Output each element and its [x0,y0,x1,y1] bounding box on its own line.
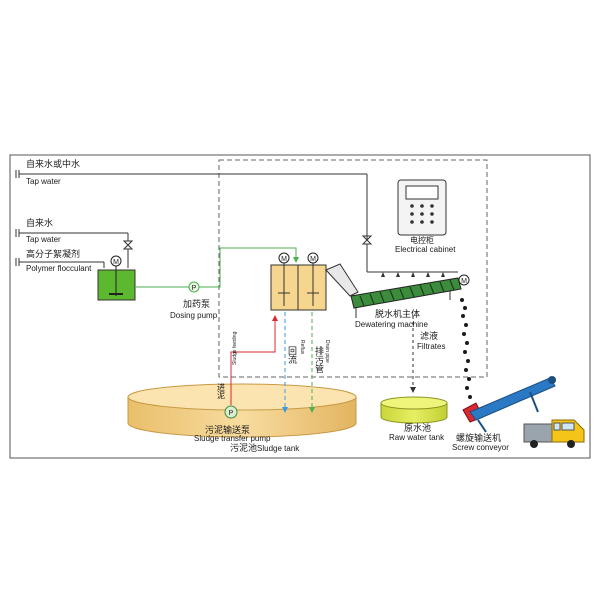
svg-text:M: M [310,256,316,263]
tap-water-cn-label: 自来水 [26,217,53,229]
feed-en: Sludge feeding [232,331,238,365]
overflow-chute [325,263,359,297]
motor-icon [307,252,319,264]
transfer-pump-en: Sludge transfer pump [194,434,271,443]
tap-water-label-2: Tap water [26,235,61,244]
raw-tank-cn: 原水池 [404,422,431,434]
valve-icon [122,240,134,250]
motor-icon [110,255,122,267]
polymer-en-label: Polymer flocculant [26,264,92,273]
motor-icon [278,252,290,264]
cabinet-cn: 电控柜 [410,235,434,245]
machine-cn: 脱水机主体 [375,308,420,320]
mixing-tank: M M [270,252,327,311]
spray-nozzles [381,272,445,277]
cabinet-en: Electrical cabinet [395,245,456,254]
reflux-en: Reflux [299,340,305,355]
outer-frame [9,154,591,459]
truck-icon [523,419,585,448]
flocculant-tank: M [97,255,136,301]
svg-text:P: P [229,410,234,417]
polymer-cn-label: 高分子絮凝剂 [26,248,80,260]
screw-conveyor: 螺旋输送机 Screw conveyor [452,376,556,452]
filtrate-en: Filtrates [417,342,445,351]
transfer-pump-cn: 污泥输送泵 [205,424,250,436]
tap-water-line-2: 自来水 Tap water [15,217,134,268]
valve-icon [361,235,373,245]
filtrate-cn: 滤液 [420,330,438,342]
machine-en: Dewatering machine [355,320,428,329]
raw-tank-en: Raw water tank [389,433,445,442]
electrical-cabinet: 电控柜 Electrical cabinet [395,179,456,254]
svg-text:M: M [461,278,467,285]
equipment-boundary [218,159,488,378]
sludge-cake-drop [460,298,472,399]
conveyor-en: Screw conveyor [452,443,509,452]
svg-text:M: M [281,256,287,263]
sludge-tank-label: 污泥池Sludge tank [230,442,300,454]
drain-en: Drain pipe [324,340,330,363]
motor-icon [458,274,470,286]
svg-text:P: P [192,285,197,292]
dosing-pump-en: Dosing pump [170,311,218,320]
tap-reclaimed-cn-label: 自来水或中水 [26,158,80,170]
polymer-line: 高分子絮凝剂 Polymer flocculant [15,248,105,273]
raw-water-tank: 原水池 Raw water tank [380,396,448,442]
tap-water-line-top: 自来水或中水 Tap water [15,158,458,273]
sludge-feed-pipe [230,315,278,405]
drain-cn: 排污管 [313,345,324,373]
dosing-pump-cn: 加药泵 [183,299,210,310]
conveyor-cn: 螺旋输送机 [456,432,501,444]
sludge-tank: 污泥池Sludge tank [127,383,357,454]
tap-water-label-top: Tap water [26,177,61,186]
reflux-cn: 回流 [286,346,297,365]
svg-text:M: M [113,259,119,266]
sludge-transfer-pump: P 污泥输送泵 Sludge transfer pump [194,405,271,443]
dosing-pump: P 加药泵 Dosing pump [170,281,218,320]
dewatering-machine: M 脱水机主体 Dewatering machine [350,274,470,329]
dosing-pipe-out [199,247,299,288]
feed-cn: 进泥 [217,383,226,400]
